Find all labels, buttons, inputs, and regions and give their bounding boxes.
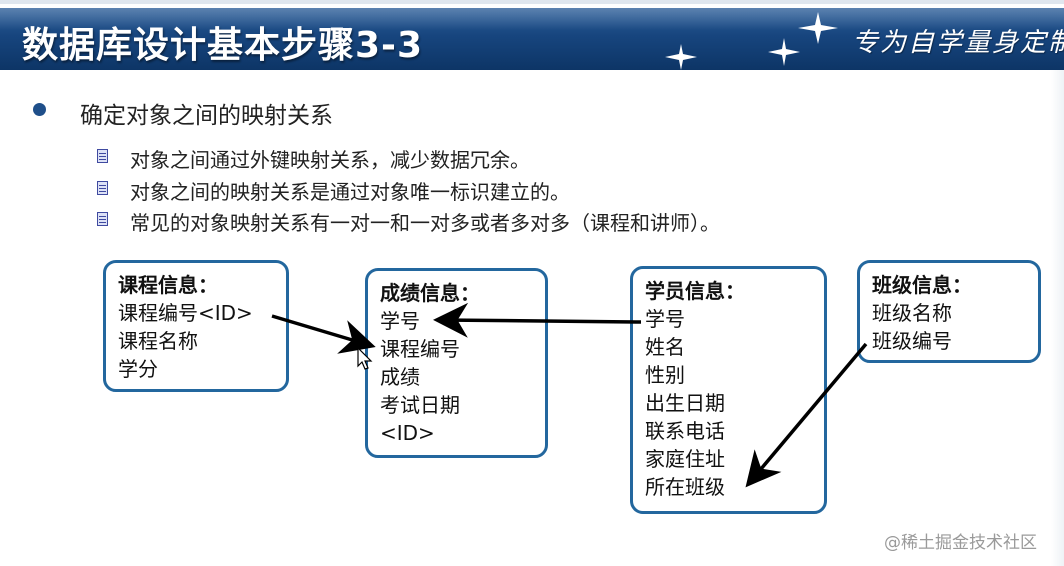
- slide-top-border: [0, 0, 1064, 4]
- arrow-student-to-score: [433, 302, 642, 338]
- arrow-class-to-student: [745, 342, 868, 488]
- class-info-box: 班级信息： 班级名称 班级编号: [857, 260, 1041, 363]
- box-field: 学号: [645, 307, 685, 331]
- box-field: 所在班级: [645, 475, 725, 499]
- box-title: 课程信息：: [118, 273, 218, 297]
- circle-bullet-icon: [33, 103, 46, 116]
- box-field: 学号: [380, 309, 420, 333]
- sparkle-star-icon: [665, 12, 838, 70]
- box-field: 课程编号<ID>: [118, 301, 253, 325]
- box-field: 出生日期: [645, 391, 725, 415]
- mouse-pointer-icon: [357, 346, 373, 370]
- box-field: 家庭住址: [645, 447, 725, 471]
- box-title: 成绩信息：: [380, 281, 480, 305]
- box-field: 成绩: [380, 365, 420, 389]
- title-bar: 数据库设计基本步骤3-3 专为自学量身定制: [0, 8, 1064, 70]
- box-field: 考试日期: [380, 393, 460, 417]
- course-info-box: 课程信息： 课程编号<ID> 课程名称 学分: [103, 260, 289, 392]
- box-field: 课程编号: [380, 337, 460, 361]
- main-point: 确定对象之间的映射关系: [80, 103, 333, 129]
- arrow-course-to-score: [271, 314, 376, 354]
- box-field: 姓名: [645, 335, 685, 359]
- note-bullet-icon: [97, 181, 108, 195]
- box-field: 学分: [118, 357, 158, 381]
- box-field: 课程名称: [118, 329, 198, 353]
- box-field: 班级名称: [872, 301, 952, 325]
- note-bullet-icon: [97, 149, 108, 163]
- box-field: 性别: [645, 363, 685, 387]
- box-field: 联系电话: [645, 419, 725, 443]
- slide-right-edge: [1051, 70, 1064, 566]
- title-bar-sheen: [0, 8, 1064, 30]
- slide-title: 数据库设计基本步骤3-3: [22, 25, 424, 66]
- box-field: 班级编号: [872, 329, 952, 353]
- watermark: @稀土掘金技术社区: [884, 533, 1037, 553]
- student-info-box: 学员信息： 学号 姓名 性别 出生日期 联系电话 家庭住址 所在班级: [630, 266, 827, 514]
- box-title: 班级信息：: [872, 273, 972, 297]
- box-field: <ID>: [380, 421, 435, 445]
- note-bullet-icon: [97, 212, 108, 226]
- brand-slogan: 专为自学量身定制: [852, 28, 1064, 58]
- box-title: 学员信息：: [645, 279, 745, 303]
